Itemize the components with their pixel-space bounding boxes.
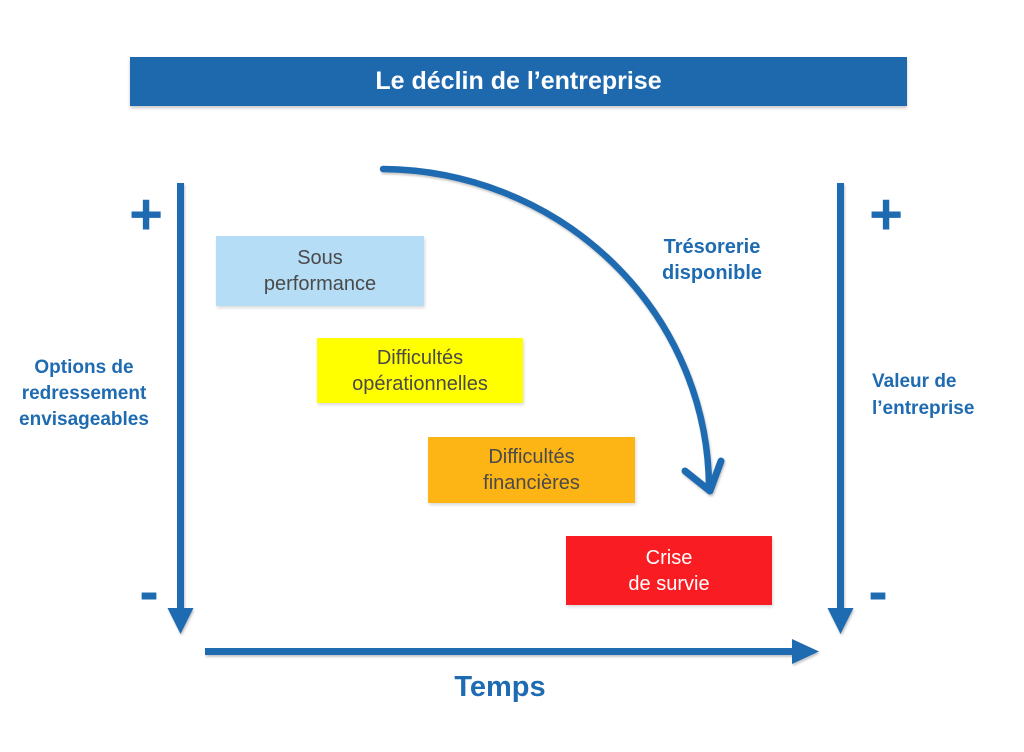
stage-label: Difficultés financières — [483, 446, 580, 494]
time-axis-label: Temps — [454, 671, 546, 703]
right-axis-label: Valeur de l’entreprise — [872, 371, 975, 419]
title-banner: Le déclin de l’entreprise — [130, 57, 907, 106]
right-axis-plus-sign: + — [869, 182, 903, 247]
stage-box-sous-performance: Sous performance — [216, 236, 424, 306]
time-axis-arrow — [205, 639, 819, 664]
treasury-curve-label: Trésorerie disponible — [662, 236, 762, 284]
left-axis-plus-sign: + — [129, 182, 163, 247]
stage-label: Sous performance — [263, 247, 377, 295]
left-axis-label: Options de redressement envisageables — [19, 357, 149, 430]
stage-label: Crise de survie — [628, 546, 710, 595]
right-axis-minus-sign: - — [868, 559, 888, 624]
stage-box-difficultes-operationnelles: Difficultés opérationnelles — [317, 338, 523, 403]
left-axis-minus-sign: - — [139, 559, 159, 624]
page-title: Le déclin de l’entreprise — [375, 67, 662, 95]
stage-label: Difficultés opérationnelles — [352, 346, 488, 395]
stage-box-crise-de-survie: Crise de survie — [566, 536, 772, 605]
stage-box-difficultes-financieres: Difficultés financières — [428, 437, 635, 503]
